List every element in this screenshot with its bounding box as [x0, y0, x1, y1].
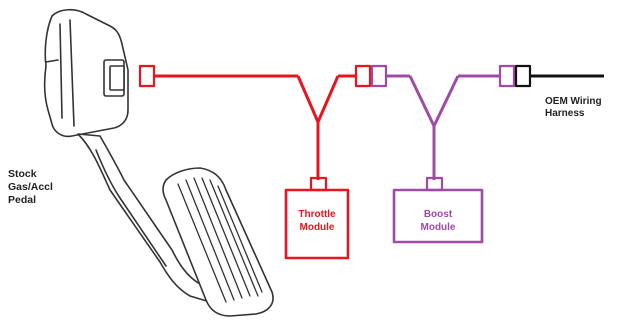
- pedal-pad-ribs: [177, 177, 263, 303]
- pedal-plug-connector: [138, 64, 156, 88]
- pedal-label-line: Pedal: [8, 194, 37, 206]
- pedal-label-line: Gas/Accl: [8, 181, 53, 193]
- pedal-housing: [43, 8, 129, 138]
- pedal-label: Stock Gas/Accl Pedal: [8, 168, 53, 207]
- boost-module-label: Boost Module: [396, 208, 480, 234]
- pedal-label-line: Stock: [8, 168, 37, 180]
- oem-harness-connector: [514, 64, 532, 88]
- gas-pedal-illustration: [43, 8, 274, 317]
- throttle-wiring: [138, 64, 372, 260]
- harness-label-line: Harness: [545, 108, 585, 119]
- pedal-connector-inner: [109, 65, 125, 91]
- pedal-pad: [162, 167, 274, 317]
- boost-output-connector: [498, 64, 516, 88]
- pedal-arm-edge: [95, 149, 167, 267]
- throttle-module-label: Throttle Module: [288, 208, 346, 234]
- throttle-label-line: Throttle: [298, 209, 336, 220]
- boost-label-line: Module: [420, 222, 456, 233]
- oem-harness-wiring: [514, 64, 604, 88]
- boost-input-connector: [370, 64, 388, 88]
- boost-module-box: [392, 188, 484, 244]
- harness-label-line: OEM Wiring: [545, 96, 602, 107]
- boost-label-line: Boost: [423, 209, 453, 220]
- pedal-housing-panel: [45, 19, 75, 127]
- throttle-harness-connector: [354, 64, 372, 88]
- boost-wiring: [370, 64, 516, 244]
- throttle-module-box: [284, 188, 350, 260]
- throttle-label-line: Module: [299, 222, 335, 233]
- oem-harness-label: OEM Wiring Harness: [545, 96, 602, 120]
